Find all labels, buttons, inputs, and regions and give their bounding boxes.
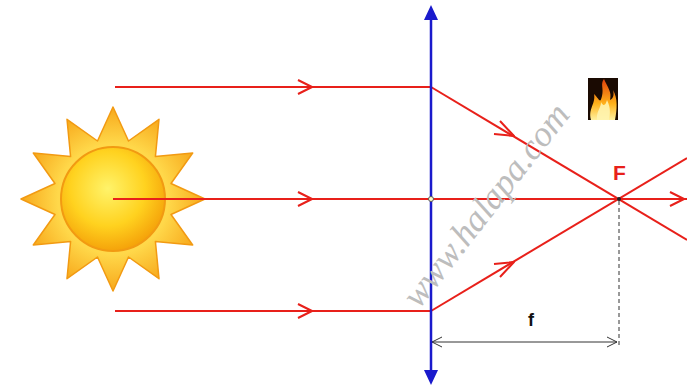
focus-drop-line — [619, 201, 620, 346]
fire-icon — [588, 78, 618, 120]
watermark: www.halapa.com — [395, 96, 576, 313]
focal-point-label: F — [613, 162, 626, 183]
focal-length-label: f — [528, 311, 534, 329]
convex-lens — [424, 5, 438, 385]
focal-point — [617, 197, 621, 201]
light-rays — [113, 80, 687, 318]
dimension-line — [432, 342, 617, 343]
dimension-arrow — [607, 337, 617, 347]
dimension-arrow — [432, 337, 442, 347]
